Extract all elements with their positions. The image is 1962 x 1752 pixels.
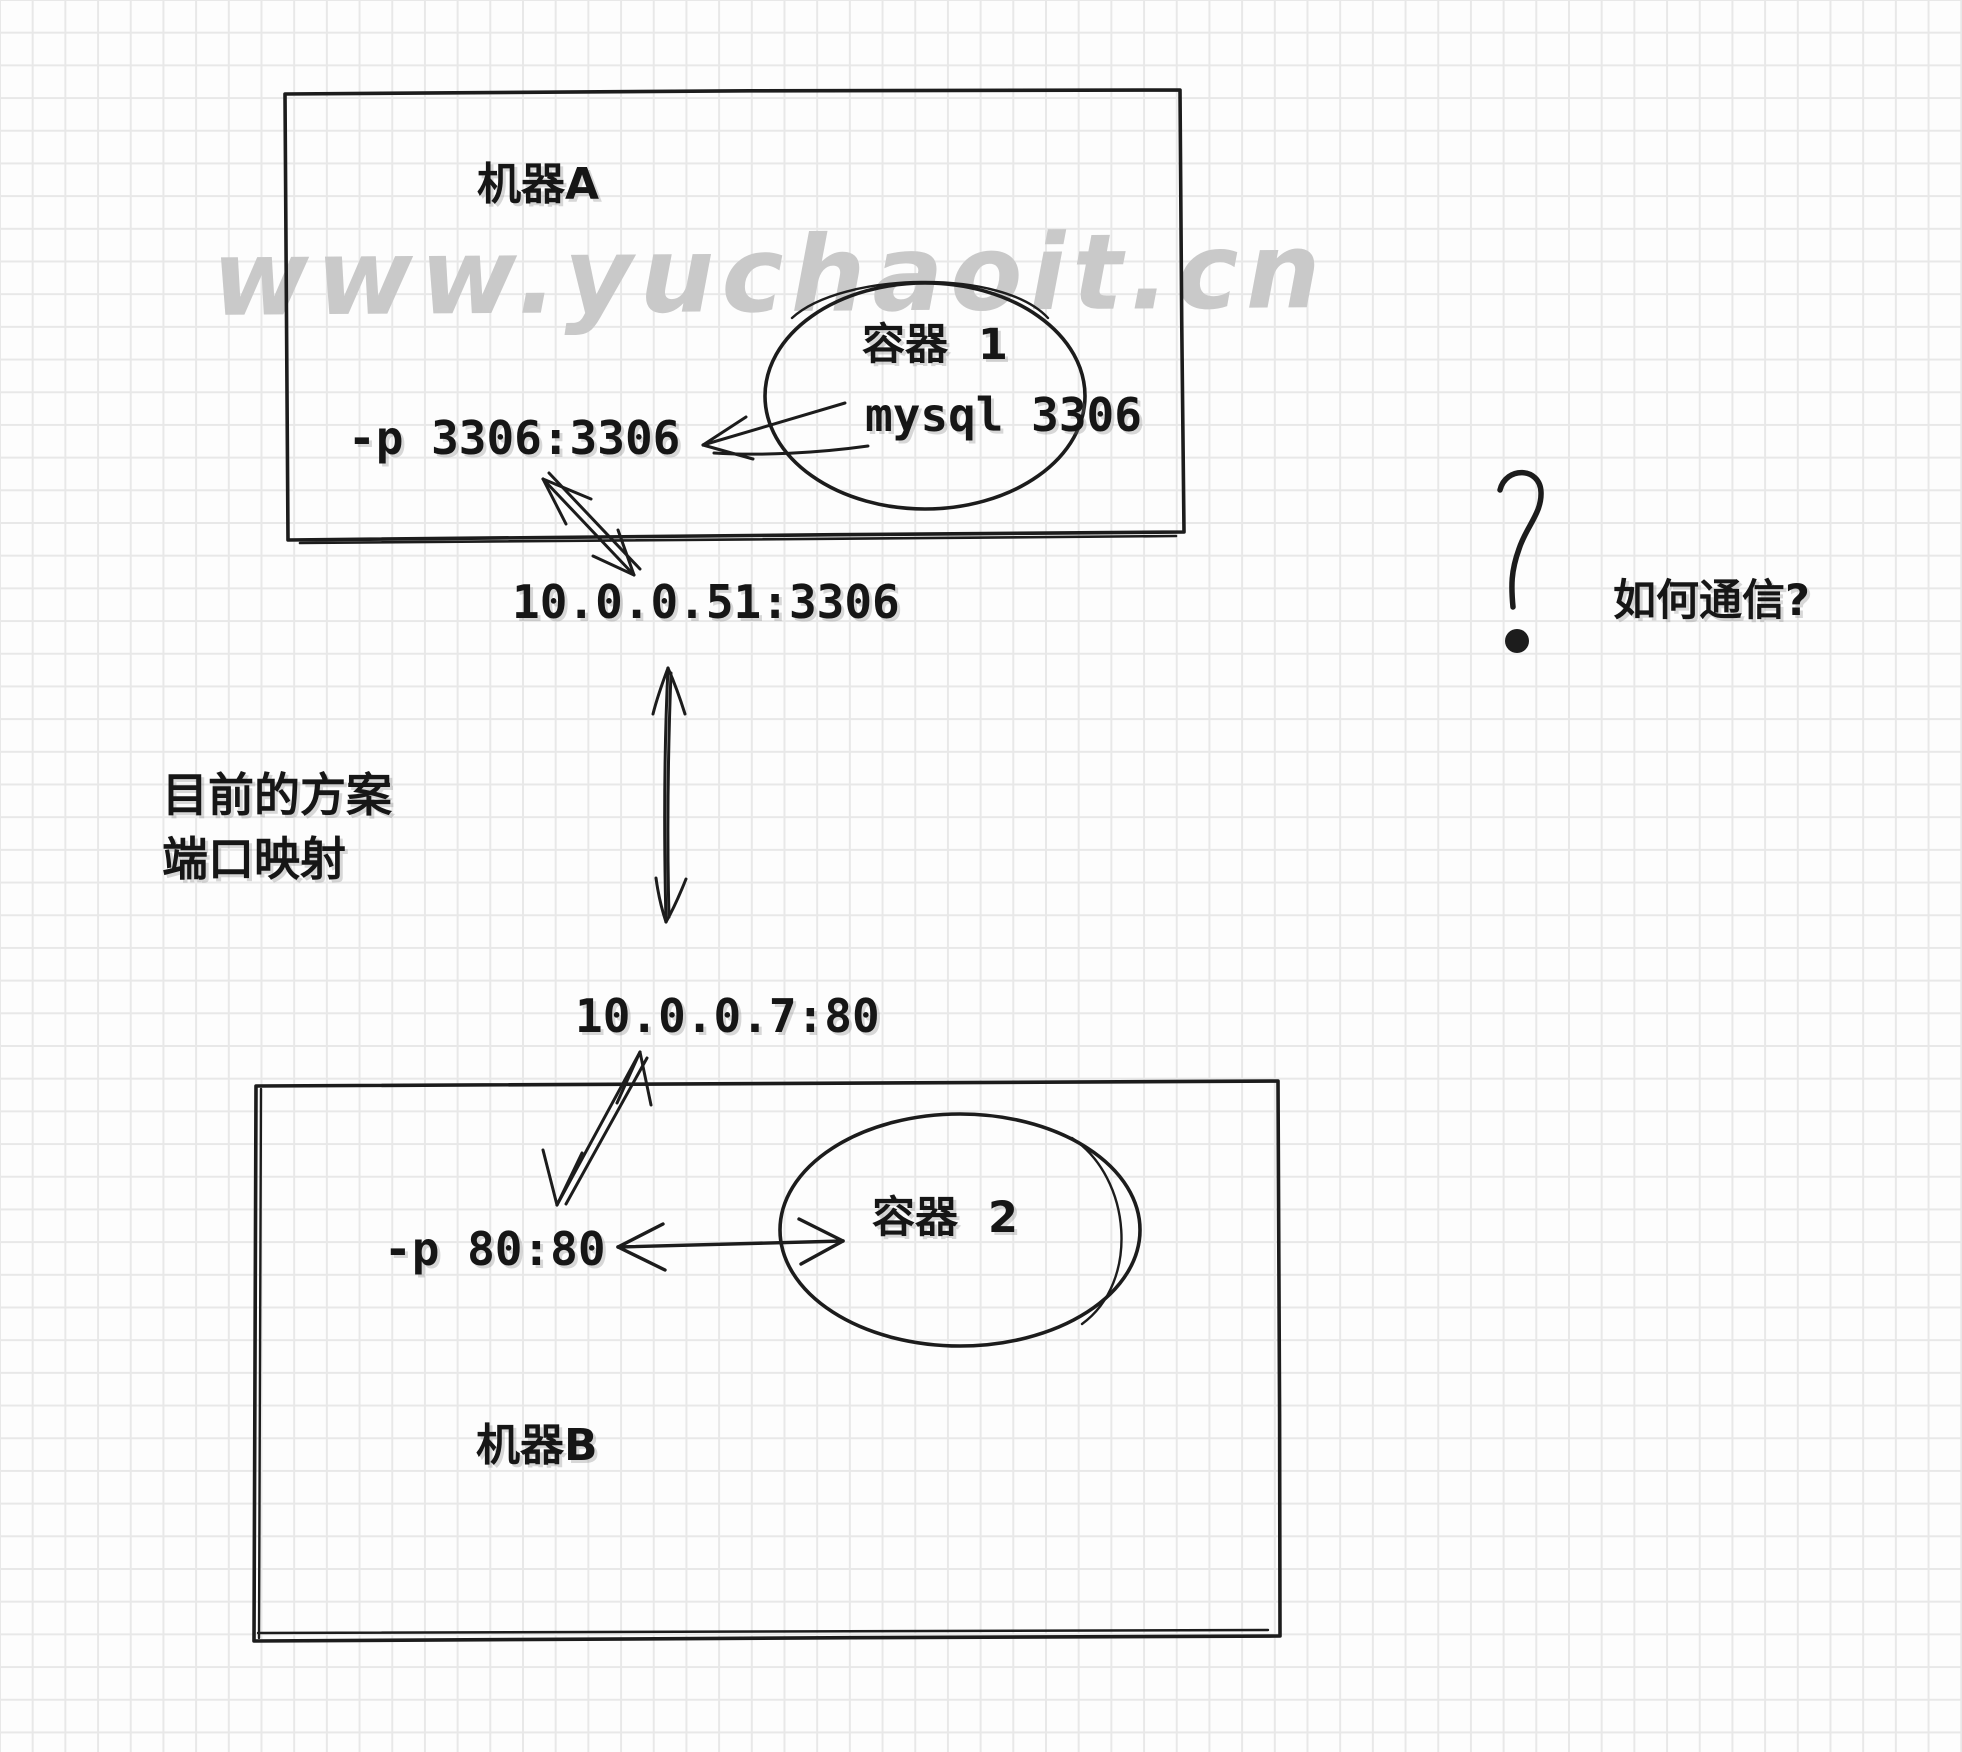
machine-a-box [285, 90, 1184, 543]
machine-a-title: 机器A [477, 159, 600, 210]
arrow-host-a-to-host-b [653, 668, 686, 922]
solution-note-line1: 目前的方案 [162, 768, 392, 822]
question-mark-icon [1500, 473, 1541, 653]
arrow-portmap-b-to-container2 [618, 1219, 843, 1270]
host-b-endpoint: 10.0.0.7:80 [575, 989, 880, 1043]
container-2-name: 容器 2 [872, 1193, 1018, 1243]
solution-note-line2: 端口映射 [162, 832, 346, 886]
container-1-ellipse [765, 282, 1085, 509]
container-2-ellipse [780, 1114, 1140, 1346]
host-a-endpoint: 10.0.0.51:3306 [512, 575, 900, 629]
port-mapping-b: -p 80:80 [384, 1222, 606, 1276]
arrow-host-b-to-portmap-b [543, 1052, 651, 1205]
container-1-name: 容器 1 [862, 320, 1008, 370]
machine-b-box [254, 1081, 1280, 1641]
port-mapping-a: -p 3306:3306 [348, 411, 681, 465]
arrow-portmap-a-to-host-a [543, 473, 640, 575]
machine-b-title: 机器B [476, 1420, 598, 1471]
arrow-container1-to-portmap [703, 403, 868, 459]
container-1-service: mysql 3306 [865, 388, 1142, 442]
question-text: 如何通信? [1613, 576, 1810, 626]
